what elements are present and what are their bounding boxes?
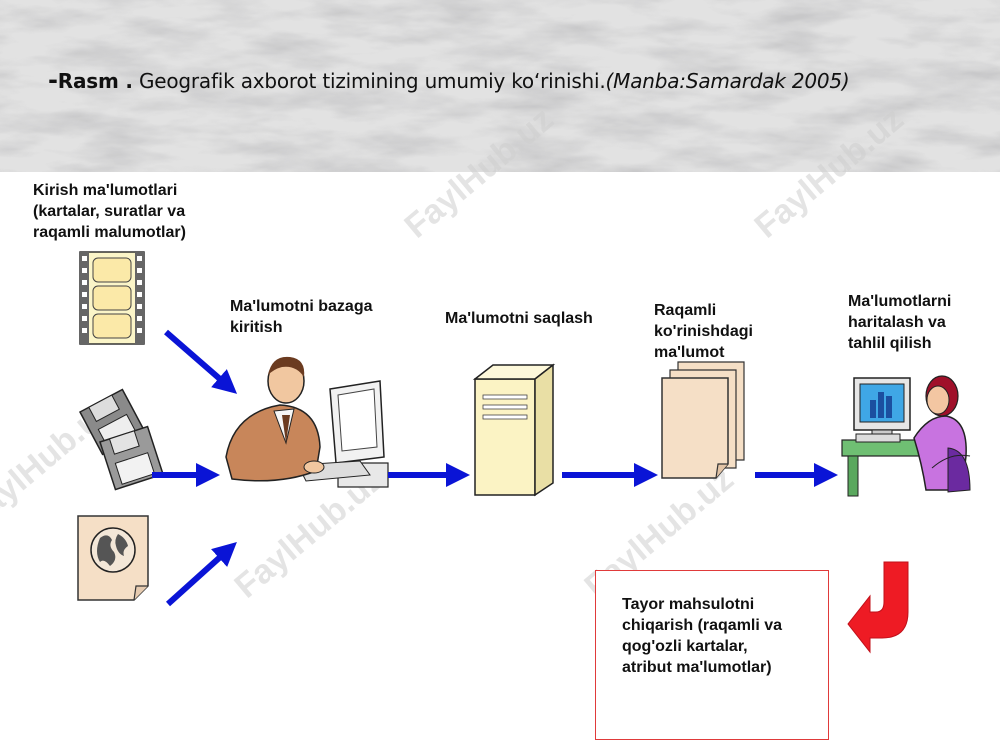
input-data-label: Kirish ma'lumotlari (kartalar, suratlar … (33, 182, 186, 241)
globe-map-icon (77, 515, 149, 601)
person-at-computer-icon (225, 356, 389, 488)
caption-bold: Rasm . (57, 69, 133, 93)
floppy-disks-icon (78, 388, 164, 491)
caption-source: (Manba:Samardak 2005) (605, 69, 850, 93)
stage-label-storage: Ma'lumotni saqlash (445, 310, 593, 327)
caption-dash: - (48, 66, 58, 94)
caption-text: Geografik axborot tizimining umumiy ko‘r… (132, 69, 606, 93)
marble-texture (0, 0, 1000, 172)
film-strip-icon (79, 251, 145, 345)
stage-label-data-entry: Ma'lumotni bazaga kiritish (230, 298, 373, 336)
gis-flow-diagram: FaylHub.uz FaylHub.uz FaylHub.uz FaylHub… (0, 100, 1000, 750)
diagram-graphics (77, 251, 971, 654)
stage-label-digital-data: Raqamli ko'rinishdagi ma'lumot (654, 302, 753, 361)
output-box: Tayor mahsulotni chiqarish (raqamli va q… (595, 570, 829, 740)
marble-header: -Rasm . Geografik axborot tizimining umu… (0, 0, 1000, 172)
figure-caption: -Rasm . Geografik axborot tizimining umu… (48, 66, 850, 94)
analyst-at-computer-icon (841, 375, 971, 497)
server-tower-icon (472, 363, 556, 497)
flow-arrows (152, 329, 838, 607)
paper-stack-icon (661, 361, 745, 479)
output-label: Tayor mahsulotni chiqarish (raqamli va q… (622, 596, 783, 676)
arrow-map-to-entry (165, 541, 237, 607)
return-arrow-icon (847, 561, 909, 654)
arrow-film-to-entry (164, 329, 238, 394)
stage-label-analysis: Ma'lumotlarni haritalash va tahlil qilis… (848, 293, 952, 352)
